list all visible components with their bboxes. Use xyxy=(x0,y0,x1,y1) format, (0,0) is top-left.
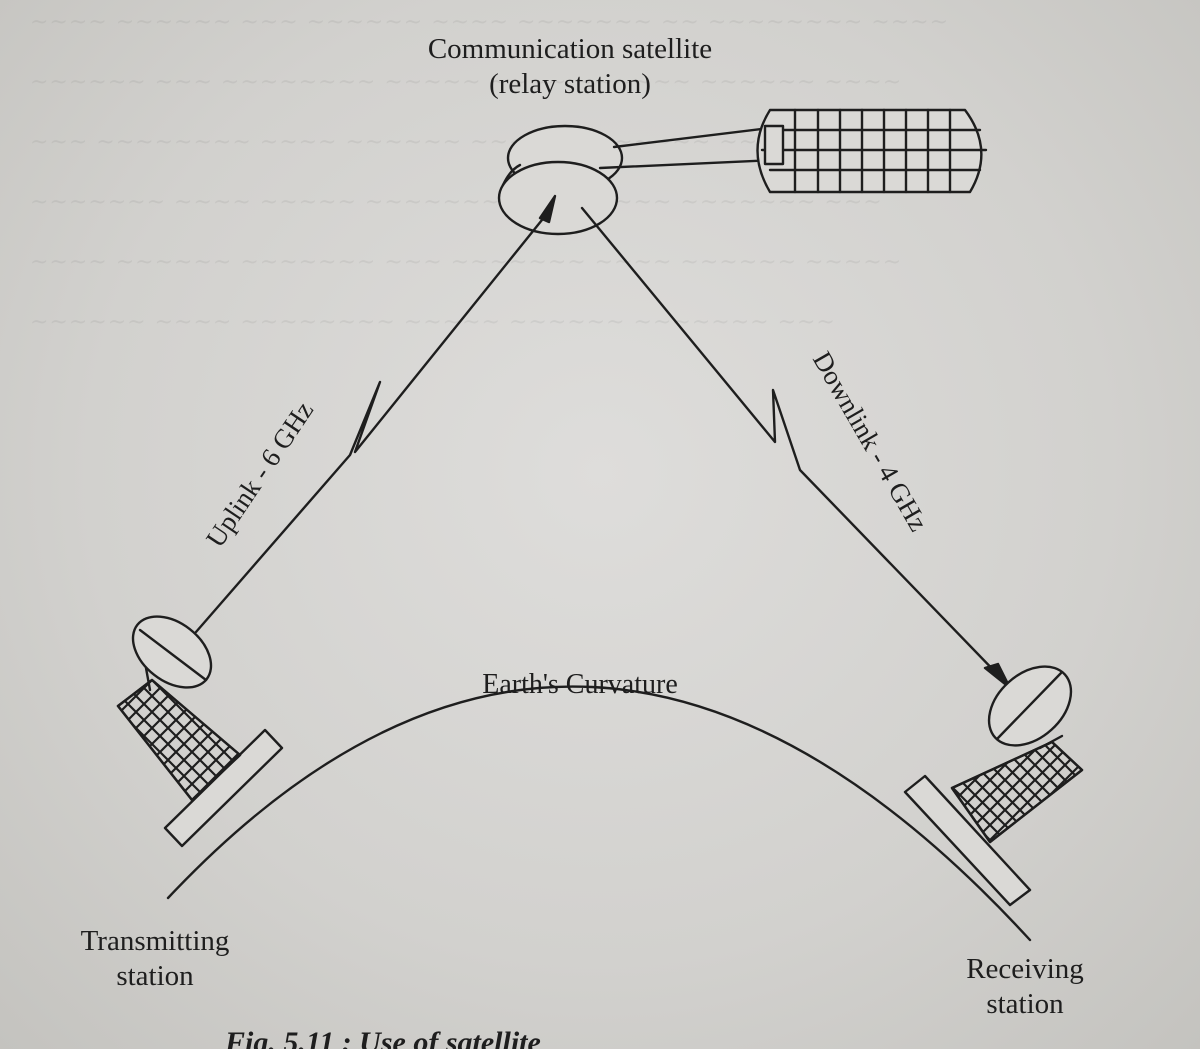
bleed-through-texture: ~~~~~~~ ~~~~ ~~~~~ ~~~~~~~ ~~~ ~~~~~ ~~~… xyxy=(30,190,883,215)
figure-caption: Fig. 5.11 : Use of satellite xyxy=(225,1026,541,1049)
downlink-signal-path xyxy=(580,206,1012,690)
satellite-label-line1: Communication satellite xyxy=(427,33,713,65)
uplink-arrowhead xyxy=(538,194,557,224)
receiving-station-icon xyxy=(903,665,1084,907)
satellite-icon xyxy=(497,108,988,236)
earth-curvature-label: Earth's Curvature xyxy=(482,669,678,700)
transmitting-station-label: Transmitting station xyxy=(40,924,270,995)
transmitting-station-icon xyxy=(116,615,284,848)
receiving-station-label: Receiving station xyxy=(925,952,1125,1023)
bleed-through-texture: ~~~~~~ ~~~~ ~~~~~~~~ ~~~~~ ~~~~~~ ~~~~~~… xyxy=(30,310,836,335)
uplink-signal-path xyxy=(194,194,557,634)
receiving-label-line2: station xyxy=(986,988,1064,1021)
satellite-label-line2: (relay station) xyxy=(489,68,651,101)
bleed-through-texture: ~~~~ ~~~~~~ ~~~ ~~~~~~ ~~~~ ~~~~~~~ ~~ ~… xyxy=(30,10,950,35)
downlink-arrowhead xyxy=(983,662,1012,690)
bleed-through-texture: ~~~~~~ ~~~ ~~~~~~~~ ~~~~~ ~~~~ ~~~~~~ ~~… xyxy=(30,70,903,95)
transmitting-label-line2: station xyxy=(116,960,194,993)
transmitting-label-line1: Transmitting xyxy=(80,925,230,957)
receiving-label-line1: Receiving xyxy=(966,953,1084,985)
satellite-label: Communication satellite (relay station) xyxy=(390,32,750,103)
bleed-through-texture: ~~~~ ~~~~~~ ~~~~~~~ ~~~ ~~~~~~~ ~~~~ ~~~… xyxy=(30,250,903,275)
earth-curvature-arc xyxy=(166,685,1032,942)
